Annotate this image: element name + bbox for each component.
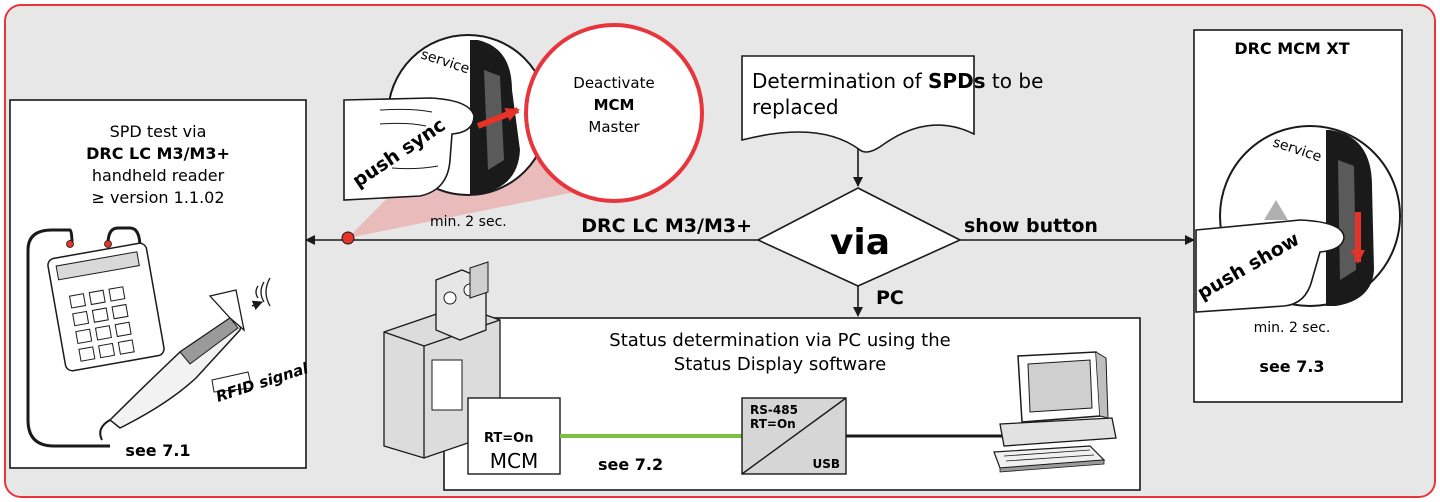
- right-min-duration: min. 2 sec.: [1254, 320, 1331, 336]
- sync-detail: service sync push sync Deactivate MCM Ma…: [343, 23, 704, 230]
- bottom-box: Status determination via PC using the St…: [383, 261, 1141, 491]
- decision-down-label: PC: [876, 287, 904, 309]
- left-box-see-ref: see 7.1: [125, 441, 190, 460]
- callout-line1: Deactivate: [573, 74, 654, 92]
- callout-line3: Master: [588, 118, 640, 136]
- determination-text-part1: Determination of: [752, 69, 928, 93]
- bottom-box-line1: Status determination via PC using the: [609, 330, 950, 351]
- decision-diamond-shape: [756, 187, 962, 287]
- determination-note-line2: replaced: [752, 95, 839, 119]
- determination-note-line1: Determination of SPDs to be: [752, 69, 1043, 93]
- sync-push-arrow: [476, 107, 520, 129]
- sync-hand-finger: [343, 97, 475, 201]
- show-hand-finger: [1195, 219, 1345, 313]
- bottom-box-line2: Status Display software: [674, 354, 886, 375]
- right-up-arrow: [1264, 200, 1288, 220]
- rfid-waves-icon: [251, 277, 271, 310]
- decision-right-label: show button: [964, 215, 1098, 237]
- rs485-usb-converter: RS-485 RT=On USB: [741, 397, 847, 475]
- left-box-line2: DRC LC M3/M3+: [86, 144, 230, 163]
- sync-min-duration: min. 2 sec.: [430, 214, 507, 230]
- left-box: SPD test via DRC LC M3/M3+ handheld read…: [9, 99, 311, 469]
- left-box-line1: SPD test via: [110, 122, 207, 141]
- determination-note-shape: [741, 55, 975, 153]
- decision-left-label: DRC LC M3/M3+: [581, 215, 752, 237]
- pc-icon: [993, 351, 1117, 473]
- right-box: DRC MCM XT service sync push show min. 2…: [1193, 29, 1403, 403]
- determination-note: Determination of SPDs to be replaced: [741, 55, 1043, 153]
- bottom-box-see-ref: see 7.2: [598, 455, 663, 474]
- deactivate-callout-circle: [524, 23, 704, 203]
- decision-diamond: via DRC LC M3/M3+ show button PC: [581, 187, 1098, 309]
- right-box-title: DRC MCM XT: [1234, 39, 1349, 58]
- determination-text-part2: to be: [986, 69, 1044, 93]
- handheld-reader-illustration: [26, 226, 253, 448]
- converter-line1: RS-485: [750, 403, 798, 417]
- converter-usb: USB: [812, 457, 840, 471]
- right-box-see-ref: see 7.3: [1259, 357, 1324, 376]
- left-box-line4: ≥ version 1.1.02: [91, 188, 224, 207]
- converter-line2: RT=On: [750, 417, 796, 431]
- sync-callout-dot: [341, 231, 355, 245]
- decision-center-label: via: [830, 222, 890, 263]
- callout-line2: MCM: [594, 96, 635, 114]
- mcm-rt-label: RT=On: [484, 431, 534, 446]
- determination-text-bold: SPDs: [928, 69, 986, 93]
- mcm-label-box: [467, 397, 561, 475]
- mcm-label: MCM: [490, 449, 538, 473]
- left-box-line3: handheld reader: [92, 166, 225, 185]
